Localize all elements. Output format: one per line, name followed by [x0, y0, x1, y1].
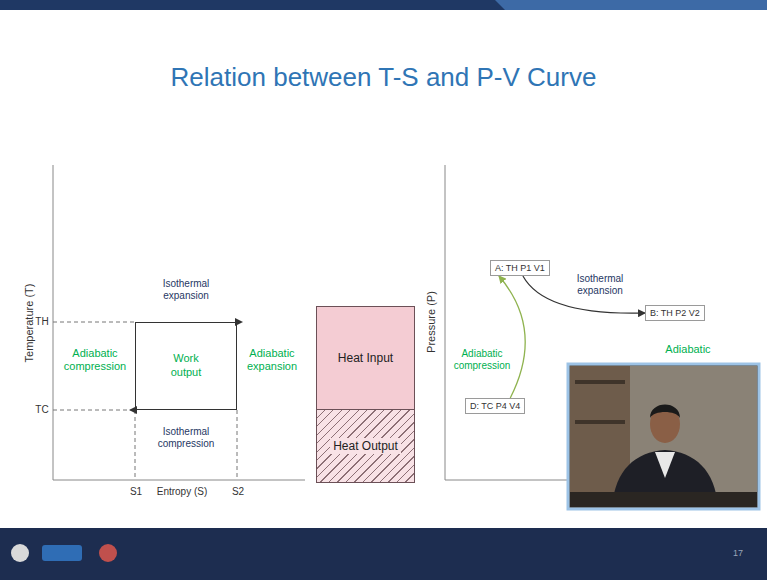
top-bar — [0, 0, 767, 10]
guide-line — [53, 410, 135, 411]
axis-line — [445, 480, 567, 481]
state-box: B: TH P2 V2 — [645, 305, 705, 321]
heat-output-box: Heat Output — [316, 410, 415, 483]
guide-line — [237, 410, 238, 480]
process-label: Adiabatic compression — [59, 347, 131, 373]
shelf — [575, 380, 625, 384]
bottom-bar — [0, 528, 767, 580]
process-label: Isothermal expansion — [155, 278, 217, 302]
page-number: 17 — [733, 548, 743, 559]
process-label: Adiabatic compression — [447, 347, 517, 373]
slide-title: Relation between T-S and P-V Curve — [0, 62, 767, 93]
logo — [99, 544, 117, 562]
process-label: Isothermal expansion — [563, 272, 637, 298]
axis-title: Entropy (S) — [157, 486, 208, 498]
state-box: D: TC P4 V4 — [465, 398, 525, 414]
axis-title: Temperature (T) — [23, 284, 36, 363]
person-head — [650, 405, 680, 443]
process-label: Adiabatic expansion — [241, 347, 303, 373]
node-text: A: TH P1 V1 — [495, 263, 545, 273]
shelf — [575, 420, 625, 424]
tick-label: TH — [35, 316, 48, 328]
node-text: B: TH P2 V2 — [650, 308, 700, 318]
top-bar-accent — [495, 0, 767, 10]
person-shirt — [655, 452, 675, 478]
person-hair — [650, 405, 680, 419]
process-label: Adiabatic — [665, 343, 710, 356]
axis-line — [445, 165, 446, 480]
state-box: A: TH P1 V1 — [490, 260, 550, 276]
cycle-rectangle: Work output — [135, 322, 237, 410]
heat-input-box: Heat Input — [316, 306, 415, 410]
axis-title: Pressure (P) — [425, 291, 438, 353]
guide-line — [135, 410, 136, 480]
node-text: D: TC P4 V4 — [470, 401, 520, 411]
guide-line — [53, 322, 135, 323]
process-curve — [499, 276, 525, 398]
video-inset — [568, 364, 759, 509]
tick-label: S2 — [232, 486, 244, 498]
desk — [570, 492, 757, 507]
node-text: Heat Output — [330, 438, 401, 454]
tick-label: S1 — [130, 486, 142, 498]
logo — [11, 544, 29, 562]
axis-line — [53, 480, 305, 481]
node-text: Work output — [164, 352, 208, 380]
node-text: Heat Input — [338, 351, 393, 365]
logo — [42, 545, 82, 561]
tick-label: TC — [35, 404, 48, 416]
process-label: Isothermal compression — [150, 426, 222, 450]
